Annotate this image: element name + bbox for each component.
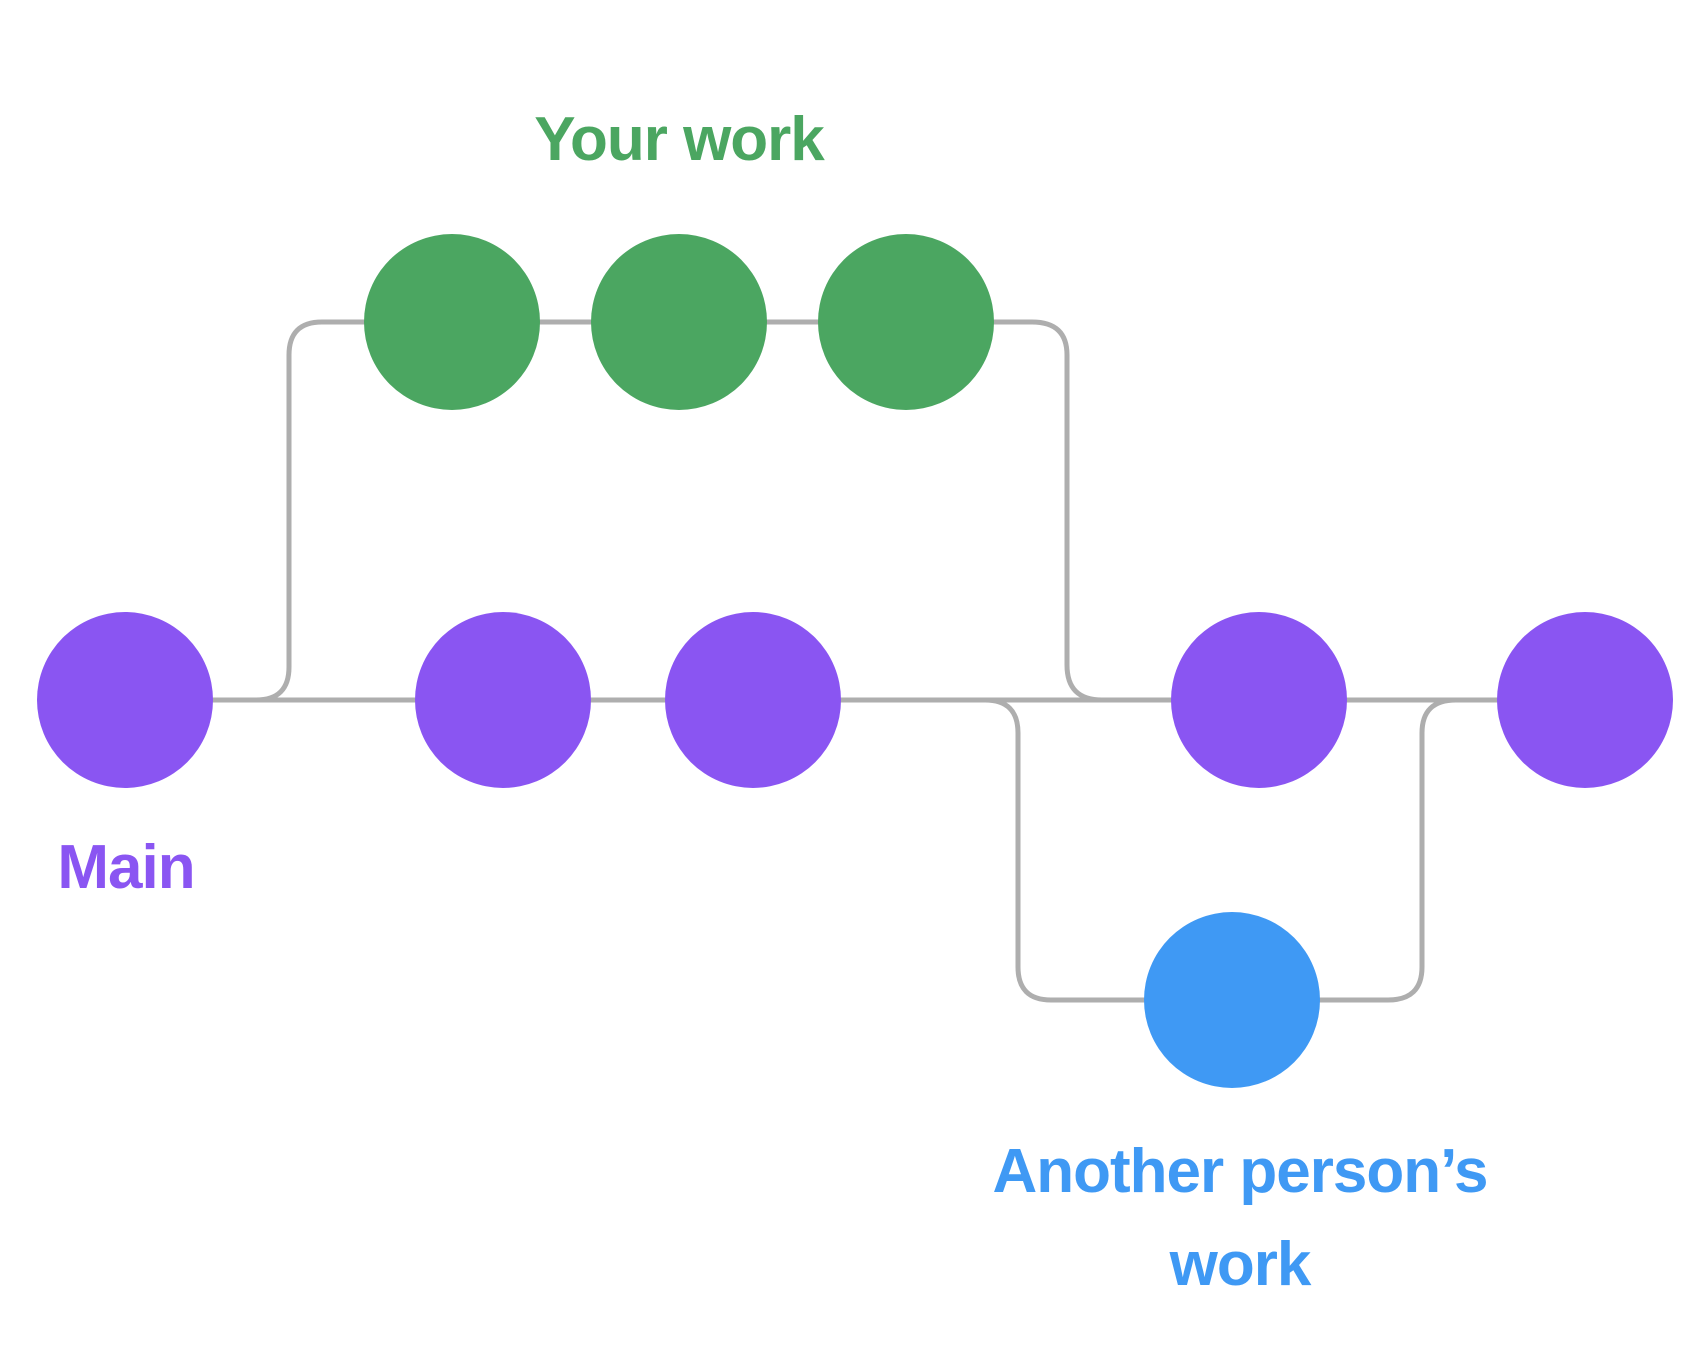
commit-another-person-1 — [1144, 912, 1320, 1088]
main-label: Main — [57, 833, 194, 902]
commit-main-1 — [37, 612, 213, 788]
commit-your-work-1 — [364, 234, 540, 410]
commit-main-4 — [1171, 612, 1347, 788]
another-person-label-line1: Another person’s — [993, 1137, 1488, 1206]
commit-your-work-3 — [818, 234, 994, 410]
commit-main-5 — [1497, 612, 1673, 788]
another-person-label-line2: work — [1169, 1230, 1312, 1299]
your-work-label: Your work — [534, 105, 825, 174]
commit-main-2 — [415, 612, 591, 788]
commit-main-3 — [665, 612, 841, 788]
commit-your-work-2 — [591, 234, 767, 410]
